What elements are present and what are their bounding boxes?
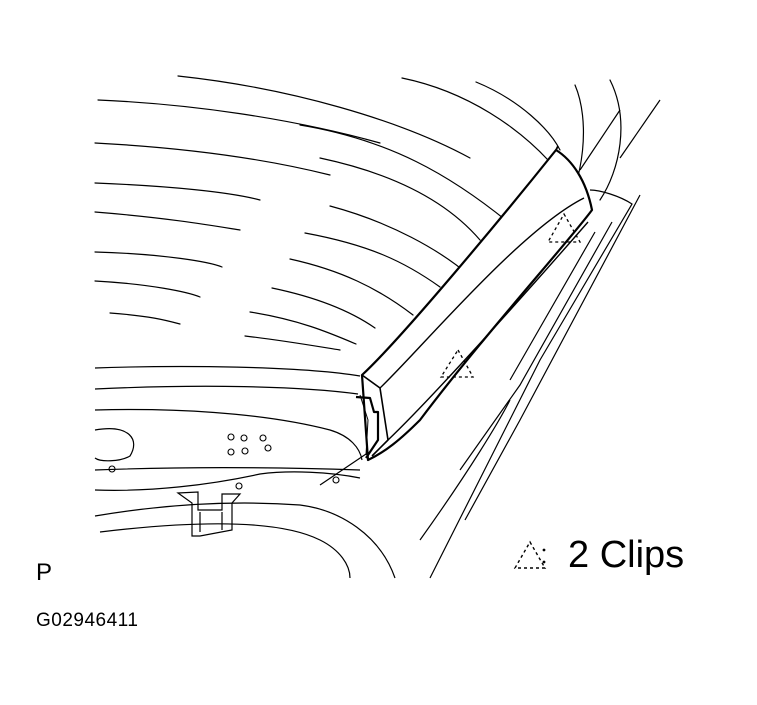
- side-trim-panel: [355, 145, 594, 462]
- legend-label: 2 Clips: [568, 534, 685, 576]
- seat-anchor-bracket: [176, 491, 242, 537]
- clip-legend: 2 Clips: [512, 532, 684, 578]
- view-label: P: [36, 559, 53, 586]
- clip-marker-lower-icon: [439, 348, 475, 378]
- pillar-body-lines: [319, 99, 661, 579]
- seat-cushion-outline: [94, 365, 396, 579]
- dashed-triangle-icon: [513, 540, 547, 569]
- seat-back-contour-lines: [94, 75, 622, 351]
- floor-panel-holes: [108, 433, 340, 490]
- clip-marker-upper-icon: [546, 212, 582, 243]
- figure-id: G02946411: [36, 610, 139, 631]
